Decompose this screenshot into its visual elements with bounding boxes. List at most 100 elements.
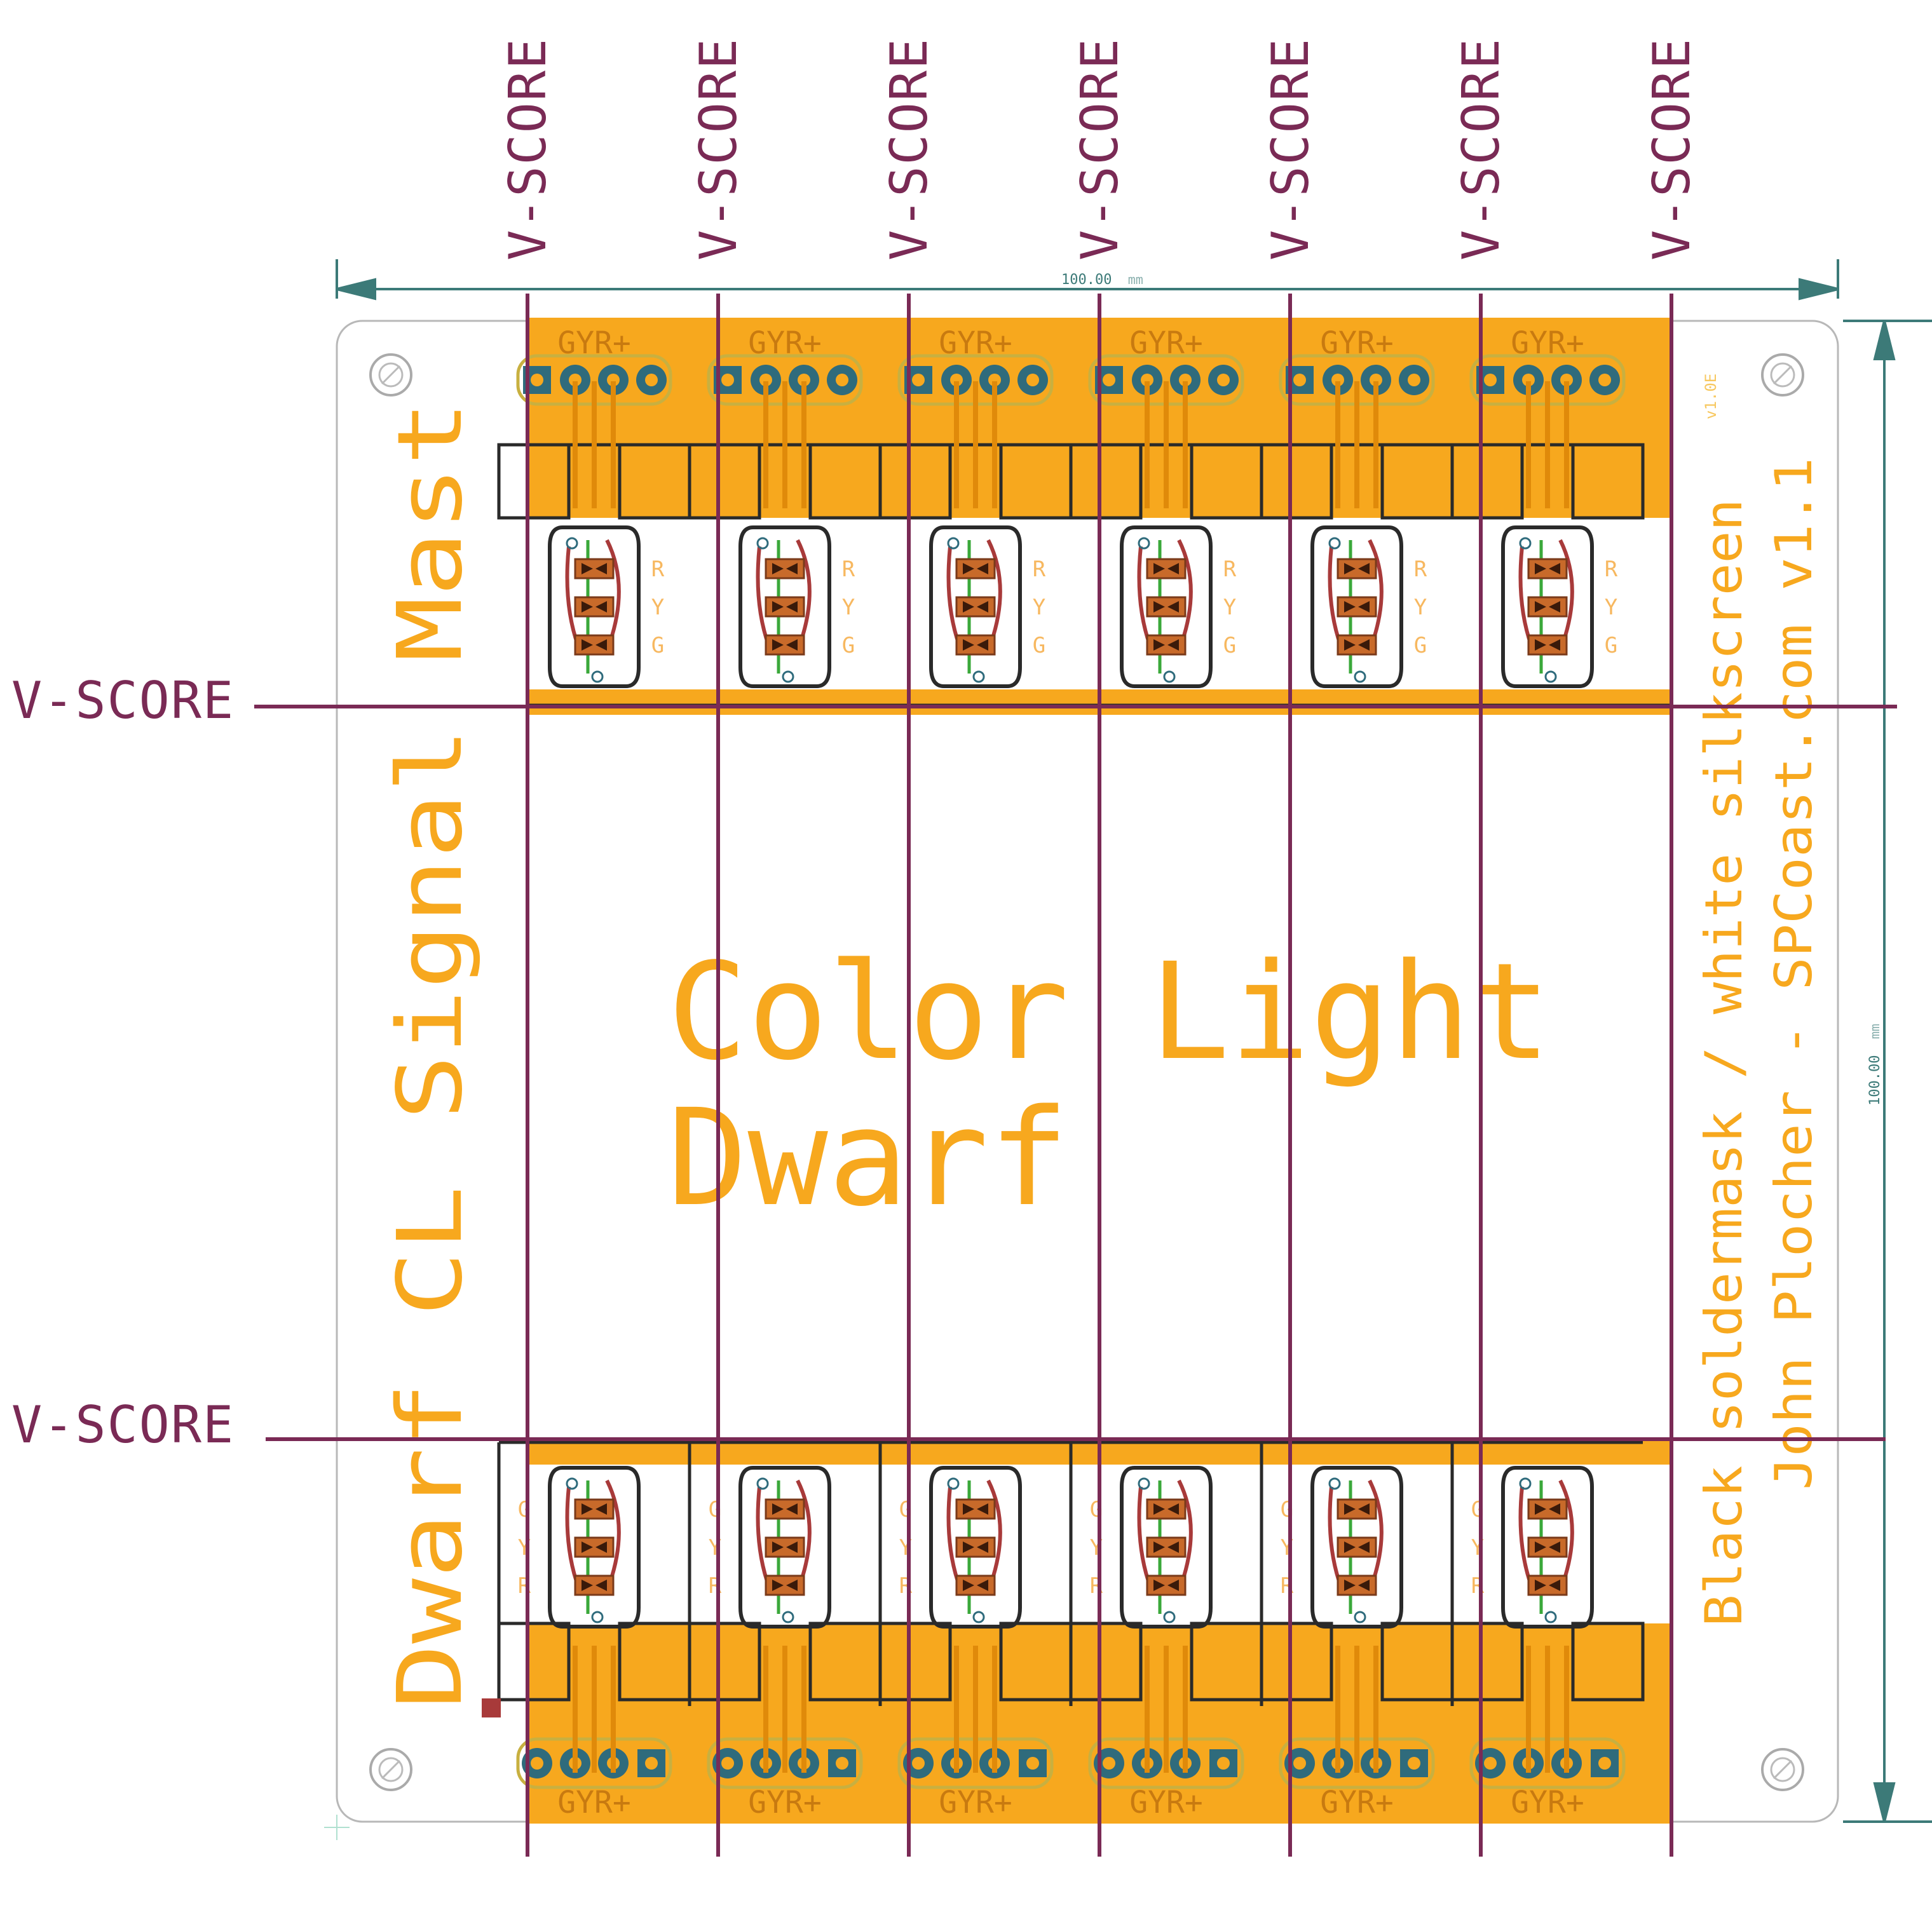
pad-hole [988, 374, 1001, 386]
cutout-left [878, 1622, 952, 1702]
vscore-vertical-label: V-SCORE [880, 37, 939, 261]
header-label: GYR+ [748, 1785, 822, 1820]
led-mark [1535, 1541, 1546, 1553]
led-mark [1535, 563, 1546, 574]
led-g [1337, 1498, 1377, 1520]
led-mark [1549, 639, 1560, 651]
led-g [1146, 634, 1187, 656]
cutout-left [1069, 1622, 1143, 1702]
led-r [1146, 558, 1187, 579]
led-g [1527, 1498, 1568, 1520]
led-mark [1153, 639, 1165, 651]
trace-red [1368, 1479, 1384, 1583]
led-y [955, 596, 996, 618]
led-label: Y [1605, 595, 1617, 620]
led-mark [772, 1503, 784, 1515]
credits-line-2: John Plocher - SPCoast.com v1.1 [1764, 457, 1823, 1490]
cutout-right [1571, 443, 1645, 520]
via [756, 537, 769, 550]
led-y [574, 1536, 615, 1558]
led-mark [963, 639, 974, 651]
pad-hole [1026, 374, 1039, 386]
pad-hole [569, 374, 582, 386]
vscore-vertical-label: V-SCORE [498, 37, 557, 261]
trace-red [1558, 1479, 1574, 1583]
led-g [955, 634, 996, 656]
led-label: R [1414, 557, 1427, 582]
led-mark [1358, 1580, 1370, 1591]
led-y [955, 1536, 996, 1558]
led-mark [582, 1503, 593, 1515]
led-mark [1549, 563, 1560, 574]
vscore-vertical-label: V-SCORE [1261, 37, 1320, 261]
pad-hole [531, 374, 543, 386]
led-mark [1344, 563, 1356, 574]
led-mark [1535, 639, 1546, 651]
led-mark [595, 563, 607, 574]
led-module-bottom-5: GYR [1450, 1440, 1645, 1773]
cutout-left [497, 1622, 571, 1702]
trace-red [605, 1479, 621, 1583]
led-module-top-1: RYG [688, 381, 882, 688]
header-label: GYR+ [939, 1785, 1012, 1820]
trace-red [605, 539, 621, 642]
width-dimension [336, 259, 1839, 301]
led-mark [582, 639, 593, 651]
led-module-top-4: RYG [1260, 381, 1454, 688]
vscore-vertical-label: V-SCORE [1642, 37, 1701, 261]
led-mark [1167, 1503, 1179, 1515]
pad-hole [1103, 1757, 1115, 1770]
via [591, 670, 604, 683]
pad-hole [1293, 374, 1306, 386]
led-g [574, 634, 615, 656]
led-mark [963, 563, 974, 574]
pad-hole [1598, 374, 1611, 386]
led-r [1527, 558, 1568, 579]
header-label: GYR+ [939, 325, 1012, 361]
led-y [765, 1536, 805, 1558]
pad-hole [1103, 374, 1115, 386]
led-mark [1358, 563, 1370, 574]
height-dimension-label: 100.00 mm [1867, 1024, 1883, 1106]
vscore-lines [254, 294, 1897, 1857]
cutout-left [878, 443, 952, 520]
led-mark [1344, 1541, 1356, 1553]
via [947, 537, 960, 550]
vscore-vertical-label: V-SCORE [1452, 37, 1511, 261]
header-label: GYR+ [1320, 325, 1394, 361]
trace-red [986, 539, 1002, 642]
led-module-top-2: RYG [878, 381, 1073, 688]
led-mark [1344, 601, 1356, 613]
via [1138, 1477, 1150, 1490]
led-r [1527, 1575, 1568, 1596]
led-mark [582, 601, 593, 613]
led-g [765, 1498, 805, 1520]
header-top-2: GYR+ [897, 325, 1054, 406]
trace-red [796, 539, 812, 642]
led-mark [1153, 1580, 1165, 1591]
pad-hole [531, 1757, 543, 1770]
via [1354, 1611, 1366, 1623]
led-label: G [1414, 633, 1427, 658]
cutout-left [1260, 443, 1333, 520]
via [1328, 1477, 1341, 1490]
pad-hole [1217, 1757, 1230, 1770]
cutout-left [688, 443, 761, 520]
trace-red [1177, 539, 1193, 642]
via [1354, 670, 1366, 683]
via [1544, 1611, 1557, 1623]
pad-hole [912, 374, 925, 386]
width-dimension-label: 100.00 mm [1061, 272, 1143, 288]
cutout-left [497, 443, 571, 520]
led-mark [1153, 601, 1165, 613]
pad-hole [950, 374, 963, 386]
via [566, 537, 578, 550]
led-y [574, 596, 615, 618]
pad-hole [721, 1757, 734, 1770]
led-mark [582, 1541, 593, 1553]
via [782, 670, 794, 683]
led-r [955, 1575, 996, 1596]
led-mark [595, 639, 607, 651]
header-bottom-5: GYR+ [1469, 1737, 1626, 1820]
trace-red [986, 1479, 1002, 1583]
